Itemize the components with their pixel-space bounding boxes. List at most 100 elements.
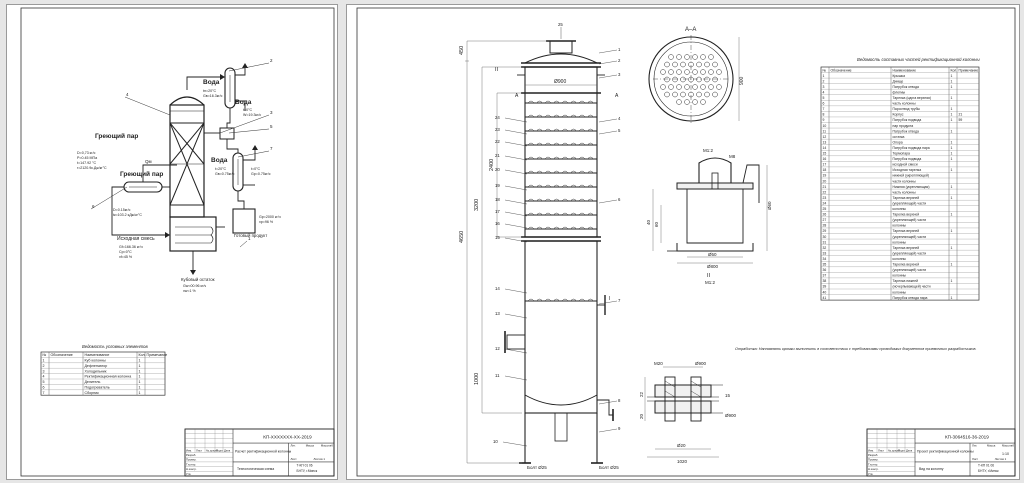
spec-cell: исходной смеси	[893, 163, 918, 167]
label-feed-mix: Исходная смесь	[117, 236, 155, 242]
spec-cell: Исходная тарелка	[893, 168, 922, 172]
bubble-cap	[561, 184, 569, 188]
callout-leader	[219, 114, 270, 134]
spec-cell: 3	[823, 85, 825, 89]
spec-cell: 1	[951, 168, 953, 172]
spec-cell: 1	[951, 140, 953, 144]
bubble-cap	[536, 198, 543, 202]
spec-cell: 29	[823, 229, 827, 233]
spec-cell: часть колонны	[893, 190, 917, 194]
callout-leader	[502, 441, 528, 447]
bubble-cap	[553, 114, 560, 118]
bubble-cap-top	[696, 76, 702, 83]
stamp-title: Проект ректификационной колонны	[917, 450, 974, 454]
spec-cell: Подогреватель	[85, 386, 110, 390]
spec-cell: Патрубок отвода	[893, 85, 920, 89]
spec-cell: 4	[43, 375, 45, 379]
bubble-cap-top	[676, 54, 682, 60]
bubble-cap	[570, 142, 577, 146]
spec-cell: Тарелка (царга верхняя)	[893, 96, 932, 100]
callout-leader	[504, 141, 528, 147]
bubble-cap	[587, 156, 594, 160]
param-steam-main: Р=0.45 МПа	[77, 156, 97, 160]
spec-cell: 15	[823, 152, 827, 156]
column-spec-title: Ведомость составных частей ректификацион…	[857, 57, 981, 62]
param-distillate: Gр=0.75кг/с	[251, 172, 271, 176]
stream-parameters: tн=20°CGв=16.3кг/сt=0°CW=19.3кг/сt=20°CG…	[77, 89, 281, 293]
stamp-role: Дата	[224, 449, 231, 453]
callout-number: 10	[493, 439, 498, 444]
spec-cell: 1	[951, 146, 953, 150]
stamp-subtitle: Технологическая схема	[237, 467, 274, 471]
callout-leader	[598, 74, 618, 79]
param-water1: Gв=16.3кг/с	[203, 94, 223, 98]
spec-cell: 28	[823, 224, 827, 228]
callout-number: 24	[495, 115, 500, 120]
bubble-cap-top	[696, 91, 702, 98]
label-steam-main: Греющий пар	[95, 132, 138, 140]
spec-cell: Термопара	[893, 152, 910, 156]
callout-number: 2	[618, 58, 621, 63]
spec-cell: 1	[139, 386, 141, 390]
bubble-cap-top	[700, 99, 706, 105]
bubble-cap	[561, 212, 569, 216]
spec-cell: 32	[823, 246, 827, 250]
dim-mid-height: 3200	[474, 199, 480, 211]
bubble-cap	[578, 198, 586, 202]
spec-header: Наименование	[85, 353, 110, 357]
bubble-cap	[527, 114, 535, 118]
bubble-cap-top	[708, 84, 714, 90]
callout-number: 1	[248, 236, 251, 241]
flow-arrows	[165, 63, 258, 275]
spec-cell: Тарелка верхней	[893, 213, 920, 217]
bubble-cap	[527, 184, 535, 188]
spec-cell: 22	[823, 190, 827, 194]
spec-cell: 16	[823, 157, 827, 161]
spec-cell: 35	[823, 263, 827, 267]
spec-cell: Тарелка верхней	[893, 246, 920, 250]
bubble-cap-top	[688, 61, 694, 68]
callout-number: 6	[618, 197, 621, 202]
spec-cell: Патрубок отвода	[893, 129, 920, 133]
bubble-cap	[587, 170, 594, 174]
bubble-cap-top	[684, 84, 690, 90]
bubble-cap	[561, 114, 569, 118]
callout-leader	[504, 129, 528, 135]
bubble-cap	[536, 170, 543, 174]
param-water1: tн=20°C	[203, 89, 217, 93]
bubble-cap	[527, 100, 535, 104]
spec-cell: 1	[951, 279, 953, 283]
spec-cell: 38	[823, 279, 827, 283]
callout-leader	[504, 288, 528, 294]
bubble-cap	[553, 184, 560, 188]
bubble-cap	[587, 142, 594, 146]
spec-cell: 40	[823, 290, 827, 294]
spec-cell: 4	[823, 90, 825, 94]
label-water-1: Вода	[203, 79, 220, 86]
bubble-cap	[527, 226, 535, 230]
node-dim-ch: Ø50	[708, 252, 717, 257]
bubble-cap-top	[704, 76, 710, 83]
spec-cell: 19	[823, 174, 827, 178]
callout-number: 20	[495, 167, 500, 172]
stamp-org-1: Т-КП 01 06	[978, 464, 994, 468]
bubble-cap	[544, 142, 552, 146]
spec-cell: 27	[823, 218, 827, 222]
stamp-role: Изм.	[868, 449, 874, 453]
node-i-len1020: 1020	[677, 459, 688, 464]
node-dim-h2: 60	[654, 221, 659, 227]
bubble-cap	[544, 184, 552, 188]
param-water2: W=19.3кг/с	[243, 113, 261, 117]
bubble-cap-top	[676, 69, 682, 75]
bubble-cap	[553, 142, 560, 146]
bubble-cap	[536, 142, 543, 146]
drawing-frame-2	[356, 7, 1016, 477]
bubble-cap	[578, 184, 586, 188]
param-water2: t=0°C	[243, 108, 253, 112]
bubble-cap-top	[672, 61, 678, 68]
spec-cell: остатка	[893, 135, 905, 139]
param-steam-side: tк=103.2 кДж/кг°С	[113, 213, 142, 217]
spec-cell: 1	[139, 375, 141, 379]
